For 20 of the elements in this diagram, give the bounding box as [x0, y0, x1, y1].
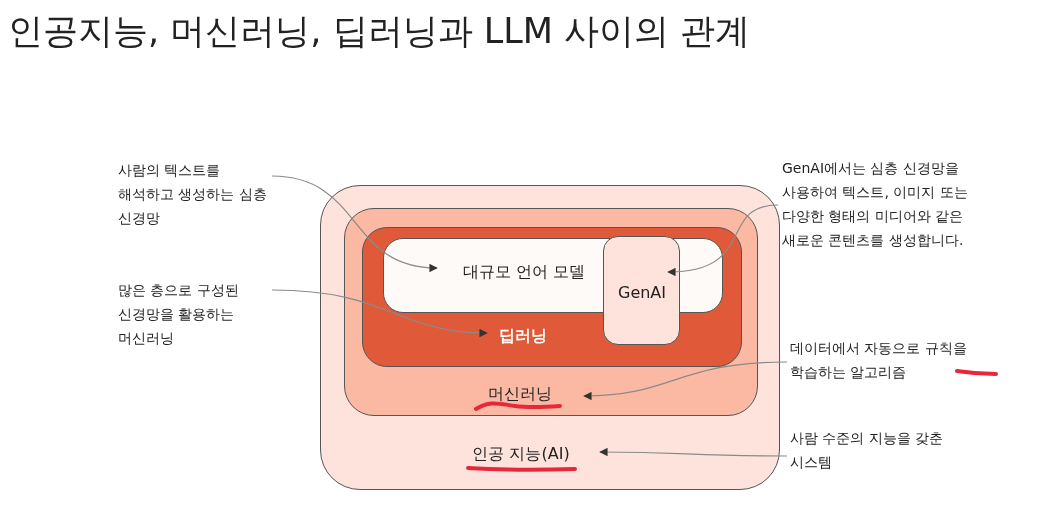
region-label: 딥러닝: [499, 325, 547, 347]
region-label: GenAI: [618, 282, 666, 302]
outer-region-box: [320, 185, 780, 490]
region-box: [344, 208, 758, 416]
leader-arrow: [667, 204, 779, 276]
annotation-text: 사람 수준의 지능을 갖춘 시스템: [790, 426, 955, 474]
annotation-text: 사람의 텍스트를 해석하고 생성하는 심층 신경망: [118, 158, 268, 230]
region-label: 대규모 언어 모델: [462, 261, 586, 283]
region-box: [603, 236, 680, 345]
region-label: 인공 지능(AI): [472, 443, 570, 465]
leader-arrow: [271, 175, 438, 272]
annotation-text: GenAI에서는 심층 신경망을 사용하여 텍스트, 이미지 또는 다양한 형태의 미디어와 같은 새로운 콘텐츠를 생성합니다.: [782, 156, 1007, 252]
leader-arrow: [599, 447, 788, 457]
leader-arrow: [271, 289, 488, 337]
region-label: 머신러닝: [488, 383, 552, 405]
diagram-title: 인공지능, 머신러닝, 딥러닝과 LLM 사이의 관계: [8, 10, 751, 53]
leader-arrow: [583, 361, 788, 400]
annotation-text: 많은 층으로 구성된 신경망을 활용하는 머신러닝: [118, 278, 268, 350]
region-box: [362, 227, 742, 367]
annotation-text: 데이터에서 자동으로 규칙을 학습하는 알고리즘: [790, 336, 1005, 384]
